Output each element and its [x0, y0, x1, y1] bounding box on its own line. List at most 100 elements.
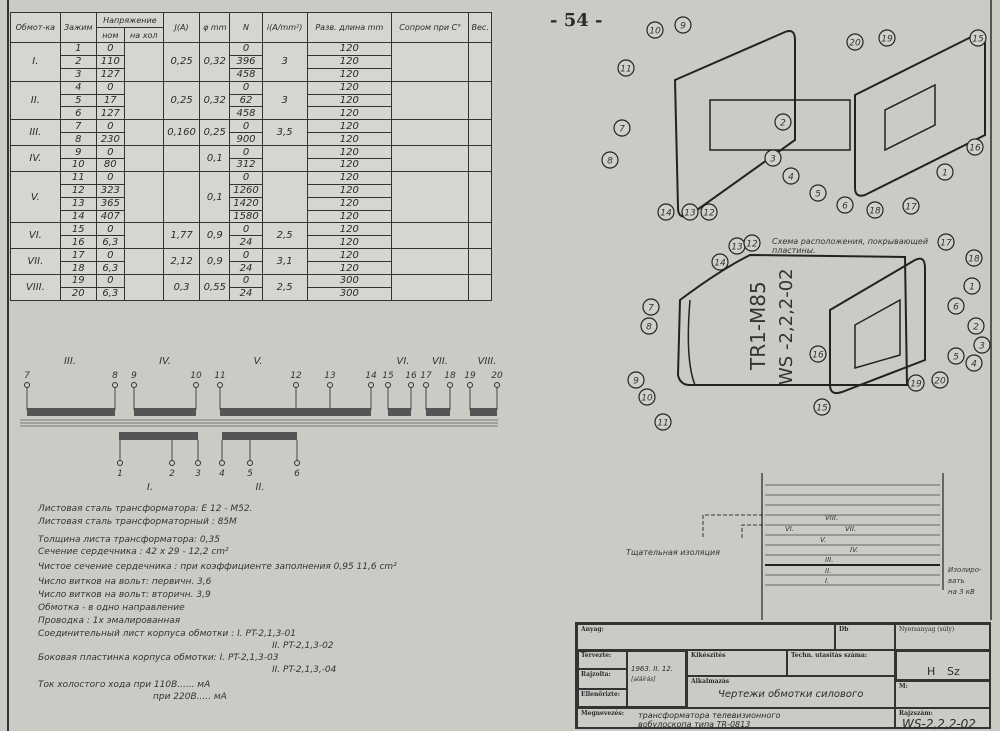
callout: 16 — [966, 138, 984, 156]
part-code: WS -2,2,2-02 — [776, 268, 797, 385]
voltage-cell: 365 — [95, 196, 125, 211]
callout: 4 — [965, 354, 983, 372]
voltage-cell: 6,3 — [95, 235, 125, 250]
techn-field: Techn. utasítás száma: — [787, 650, 895, 676]
column-header: Напряжение — [95, 12, 164, 28]
resistance-cell — [391, 145, 470, 172]
terminal-label: 19 — [464, 371, 476, 381]
length-cell: 120 — [306, 80, 393, 95]
callout-number: 19 — [910, 380, 922, 390]
current-cell — [162, 170, 201, 224]
callout: 20 — [931, 371, 949, 389]
winding-cell: VIII. — [10, 274, 61, 301]
callout-circle-icon — [965, 249, 983, 267]
turns-cell: 0 — [229, 119, 263, 134]
turns-cell: 312 — [229, 158, 263, 172]
callout-number: 13 — [684, 209, 696, 219]
callout-number: 5 — [953, 353, 959, 363]
callout-number: 11 — [620, 65, 631, 75]
turns-cell: 24 — [229, 235, 263, 250]
tervezte-field: Tervezte: — [577, 650, 627, 669]
terminal-label: 9 — [131, 371, 137, 381]
turns-cell: 62 — [229, 93, 263, 108]
resistance-cell — [391, 119, 470, 147]
wire-diameter-cell: 0,1 — [199, 145, 231, 172]
callout: 1 — [936, 163, 954, 181]
length-cell: 120 — [306, 196, 393, 211]
weight-cell — [468, 80, 492, 121]
coil-former-drawings: TR1-M85 WS -2,2,2-02 VIII.VI.VII.V.IV.II… — [601, 16, 991, 620]
terminal-icon — [494, 382, 500, 388]
length-cell: 120 — [306, 42, 393, 56]
length-cell: 120 — [306, 222, 393, 237]
terminal-cell: 19 — [59, 274, 97, 288]
current-density-cell: 2,5 — [261, 274, 308, 301]
turns-cell: 24 — [229, 261, 263, 276]
layer-label: I. — [825, 577, 829, 585]
terminal-icon — [327, 382, 333, 388]
terminal-label: 8 — [112, 371, 118, 381]
resistance-cell — [391, 80, 470, 121]
resistance-cell — [391, 274, 470, 301]
length-cell: 120 — [306, 209, 393, 224]
kikeszites-field-label: Kikészítés — [691, 652, 726, 659]
wire-diameter-cell: 0,55 — [199, 274, 231, 301]
callout-circle-icon — [657, 203, 675, 221]
callout: 20 — [846, 33, 864, 51]
db-field: Db — [835, 624, 895, 650]
turns-cell: 1420 — [229, 196, 263, 211]
callout-number: 1 — [942, 169, 948, 179]
anyag-field-label: Anyag: — [581, 626, 604, 633]
wire-diameter-cell: 0,32 — [199, 80, 231, 121]
winding-label: I. — [147, 482, 153, 493]
terminal-icon — [195, 460, 201, 466]
length-cell: 120 — [306, 67, 393, 82]
callout-circle-icon — [782, 167, 800, 185]
voltage-cell: 407 — [95, 209, 125, 224]
callout: 7 — [613, 119, 631, 137]
callout: 9 — [674, 16, 692, 34]
length-cell: 120 — [306, 261, 393, 276]
terminal-label: 20 — [491, 371, 503, 381]
resistance-cell — [391, 42, 470, 82]
terminal-label: 18 — [444, 371, 456, 381]
callout: 15 — [813, 398, 831, 416]
callout-number: 18 — [869, 207, 881, 217]
voltage-cell: 0 — [95, 80, 125, 95]
terminal-cell: 16 — [59, 235, 97, 250]
callout-circle-icon — [642, 298, 660, 316]
turns-cell: 458 — [229, 106, 263, 121]
terminal-label: 16 — [405, 371, 417, 381]
current-density-cell — [261, 145, 308, 172]
weight-cell — [468, 248, 492, 276]
callout: 9 — [627, 371, 645, 389]
winding-bar — [119, 432, 198, 440]
rajzszam-field-label: Rajzszám: — [899, 710, 933, 717]
terminal-label: 15 — [382, 371, 394, 381]
winding-bar — [388, 408, 411, 416]
alkalmazas-field-label: Alkalmazás — [691, 678, 730, 685]
callout: 8 — [601, 151, 619, 169]
left-border — [7, 0, 9, 731]
terminal-label: 11 — [214, 371, 225, 381]
spec-note: Проводка : 1x эмалированная — [38, 616, 181, 626]
voltage-cell: 0 — [95, 170, 125, 185]
no-load-cell — [123, 274, 164, 301]
spec-note: при 220В..... мА — [153, 692, 227, 702]
winding-label: V. — [254, 356, 263, 367]
current-density-cell: 3,1 — [261, 248, 308, 276]
terminal-cell: 8 — [59, 132, 97, 147]
callout: 12 — [743, 234, 761, 252]
terminal-icon — [247, 460, 253, 466]
callout-number: 4 — [788, 173, 794, 183]
terminal-label: 1 — [117, 469, 123, 479]
terminal-icon — [217, 382, 223, 388]
callout-number: 17 — [940, 239, 952, 249]
winding-label: VIII. — [478, 356, 497, 367]
terminal-label: 5 — [247, 469, 253, 479]
voltage-cell: 0 — [95, 42, 125, 56]
terminal-icon — [408, 382, 414, 388]
